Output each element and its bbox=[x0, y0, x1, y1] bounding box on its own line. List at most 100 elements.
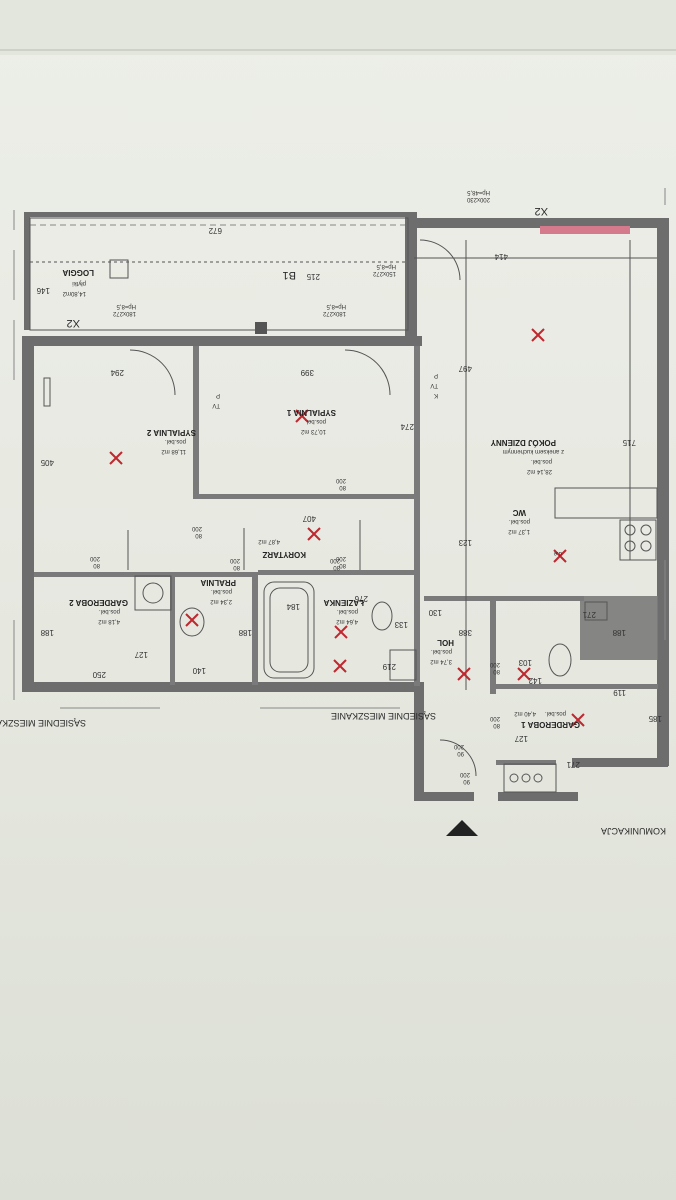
door-hall-spec: 90200 bbox=[459, 771, 470, 784]
loggia-name: LOGGIA bbox=[62, 268, 94, 277]
dim-407: 407 bbox=[302, 514, 316, 523]
k-symbol-living: K bbox=[434, 392, 438, 398]
dim-294: 294 bbox=[110, 368, 124, 377]
entrance-arrow-icon bbox=[446, 820, 478, 836]
de-symbol: d.e bbox=[553, 550, 562, 556]
meter-dot-3 bbox=[533, 773, 543, 783]
x-marker bbox=[109, 451, 123, 465]
laundry-boiler bbox=[134, 575, 172, 611]
wardrobe1-area: 4,40 m2 bbox=[514, 710, 536, 716]
door-swing-bedroom2 bbox=[129, 349, 176, 396]
dim-388: 388 bbox=[458, 628, 472, 637]
dim-715: 715 bbox=[622, 438, 636, 447]
cooktop bbox=[619, 519, 657, 561]
radiator-living bbox=[540, 226, 630, 234]
dim-405: 405 bbox=[40, 458, 54, 467]
hall-north-wall bbox=[424, 596, 584, 601]
bath-north-wall bbox=[258, 570, 418, 575]
south-wall-entry-right bbox=[498, 792, 578, 801]
dim-123: 123 bbox=[458, 538, 472, 547]
living-area: 28,14 m2 bbox=[526, 468, 552, 474]
south-wall-left bbox=[22, 682, 422, 692]
dim-133: 133 bbox=[394, 620, 408, 629]
wardrobe2-area: 4,18 m2 bbox=[98, 618, 120, 624]
dim-184: 184 bbox=[286, 602, 300, 611]
laundry-name: PRALNIA bbox=[200, 578, 236, 587]
bedroom1-floor: pos.bel. bbox=[305, 418, 326, 424]
living-floor: pos.bel. bbox=[531, 458, 552, 464]
meter-dot-2 bbox=[521, 773, 531, 783]
bedroom2-name: SYPIALNIA 2 bbox=[146, 428, 196, 437]
tv-symbol-living: TV bbox=[430, 382, 438, 388]
north-wall-living bbox=[414, 218, 669, 228]
wardrobe2-laundry-wall bbox=[170, 577, 175, 685]
laundry-boiler-round bbox=[142, 582, 164, 604]
wc-floor: pos.bel. bbox=[509, 518, 530, 524]
window-2-spec: 180x272Hp=8,5 bbox=[322, 303, 346, 316]
wardrobe1-floor: pos.bel. bbox=[545, 710, 566, 716]
south-wall-right bbox=[572, 758, 668, 767]
loggia-floor: płytki bbox=[72, 280, 86, 286]
bathtub-inner bbox=[269, 587, 309, 673]
door-bedroom2-spec: 80200 bbox=[191, 525, 202, 538]
dim-188b: 188 bbox=[238, 628, 252, 637]
hall-floor: pos.bel. bbox=[431, 648, 452, 654]
wardrobe2-name: GARDEROBA 2 bbox=[69, 598, 128, 607]
loggia-column bbox=[109, 259, 129, 279]
wardrobe1-south-wall bbox=[496, 760, 556, 765]
x-marker bbox=[531, 328, 545, 342]
hall-area: 3,74 m2 bbox=[430, 658, 452, 664]
door-swing-bedroom1 bbox=[344, 349, 391, 396]
door-swing-entry bbox=[439, 739, 477, 777]
wc-name: WC bbox=[512, 508, 526, 517]
dim-274: 274 bbox=[400, 422, 414, 431]
dim-146: 146 bbox=[36, 286, 50, 295]
kitchen-sink bbox=[584, 601, 608, 621]
bedroom1-name: SYPIALNIA 1 bbox=[286, 408, 336, 417]
dim-127b: 127 bbox=[514, 734, 528, 743]
dim-103: 103 bbox=[518, 658, 532, 667]
door-swing-loggia bbox=[419, 239, 461, 281]
bath-toilet bbox=[371, 601, 393, 631]
x2-top-label: X2 bbox=[535, 205, 548, 217]
west-wall bbox=[22, 340, 34, 690]
door-entry-spec: 90200 bbox=[453, 743, 464, 756]
window-1-spec: 180x272Hp=8,5 bbox=[112, 303, 136, 316]
loggia-left-wall bbox=[24, 212, 30, 330]
x-marker bbox=[333, 659, 347, 673]
window-3-spec: 150x272Hp=8,5 bbox=[372, 263, 396, 276]
dim-188c: 188 bbox=[612, 628, 626, 637]
walls bbox=[22, 212, 669, 801]
outlet-markers bbox=[109, 328, 585, 727]
bedroom1-area: 10,73 m2 bbox=[300, 428, 326, 434]
door-wardrobe2-spec: 80200 bbox=[89, 555, 100, 568]
bathroom-area: 4,64 m2 bbox=[336, 618, 358, 624]
tv-symbol-bedroom2: TV bbox=[212, 402, 220, 408]
laundry-area: 2,34 m2 bbox=[210, 598, 232, 604]
border-ticks bbox=[13, 188, 666, 709]
dim-188a: 188 bbox=[40, 628, 54, 637]
dim-127a: 127 bbox=[134, 650, 148, 659]
dim-271a: 271 bbox=[582, 610, 596, 619]
dim-672: 672 bbox=[208, 226, 222, 235]
x-marker bbox=[334, 625, 348, 639]
door-wardrobe1-spec: 80200 bbox=[489, 715, 500, 728]
rotated-plan-text: SĄSIEDNIE MIESZKANIE SĄSIEDNIE MIESZKANI… bbox=[0, 189, 666, 836]
dim-140: 140 bbox=[192, 666, 206, 675]
living-sub: z aneksem kuchennym bbox=[503, 448, 564, 454]
door-wc-spec: 80200 bbox=[489, 661, 500, 674]
hall-name: HOL bbox=[437, 638, 454, 647]
dim-414: 414 bbox=[494, 252, 508, 261]
door-bath-spec: 80200 bbox=[329, 557, 340, 570]
wardrobe1-north-wall bbox=[496, 684, 658, 689]
x-marker bbox=[457, 667, 471, 681]
bedroom2-area: 11,68 m2 bbox=[161, 448, 186, 454]
bedroom-divider bbox=[193, 346, 199, 496]
loggia-post bbox=[255, 322, 267, 334]
dim-497: 497 bbox=[458, 364, 472, 373]
dim-399: 399 bbox=[300, 368, 314, 377]
wardrobe2-floor: pos.bel. bbox=[99, 608, 120, 614]
dim-276: 276 bbox=[354, 594, 368, 603]
